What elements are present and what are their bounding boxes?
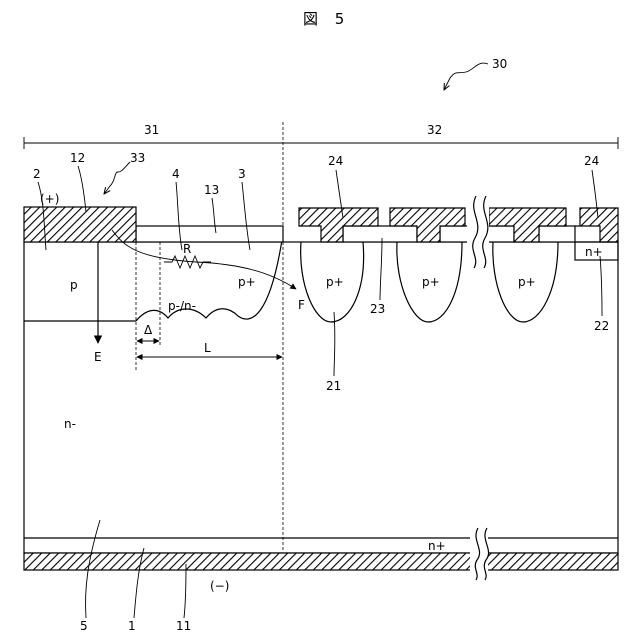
oxide-segment-1 xyxy=(343,226,417,242)
break-mark-top xyxy=(467,196,489,268)
ref-30-leader-arrow xyxy=(444,63,488,90)
ref-22-label: 22 xyxy=(594,319,609,333)
guard-ring-1-label: p+ xyxy=(326,275,344,289)
plus-terminal-label: (+) xyxy=(40,192,59,206)
oxide-segment-3 xyxy=(539,226,575,242)
p-region-label: p xyxy=(70,278,78,292)
ref-11-leader xyxy=(184,564,186,618)
p-minus-n-minus-region-boundary xyxy=(136,240,282,321)
ref-1-label: 1 xyxy=(128,619,136,633)
ref-22-leader xyxy=(600,256,602,316)
ref-21-leader xyxy=(334,312,335,376)
guard-ring-3-label: p+ xyxy=(518,275,536,289)
delta-label: Δ xyxy=(144,323,153,337)
ref-33-label: 33 xyxy=(130,151,145,165)
field-oxide-layer xyxy=(136,226,283,242)
ref-21-label: 21 xyxy=(326,379,341,393)
field-label-e: E xyxy=(94,350,102,364)
pplus-main-region-label: p+ xyxy=(238,275,256,289)
top-electrode xyxy=(24,207,136,242)
ref-3-label: 3 xyxy=(238,167,246,181)
guard-ring-2-label: p+ xyxy=(422,275,440,289)
pminus-nminus-region-label: p-/n- xyxy=(168,299,196,313)
current-label-f: F xyxy=(298,298,305,312)
resistor-symbol xyxy=(164,256,211,268)
ref-31-label: 31 xyxy=(144,123,159,137)
resistor-label: R xyxy=(183,242,191,256)
ref-11-label: 11 xyxy=(176,619,191,633)
ref-12-label: 12 xyxy=(70,151,85,165)
figure-title: 図 5 xyxy=(303,10,350,28)
break-mark-bottom xyxy=(470,528,489,580)
bottom-electrode xyxy=(24,553,618,570)
ref-5-label: 5 xyxy=(80,619,88,633)
minus-terminal-label: (−) xyxy=(210,579,229,593)
ref-24-left-label: 24 xyxy=(328,154,343,168)
field-plate-4 xyxy=(575,208,618,242)
ref-13-label: 13 xyxy=(204,183,219,197)
ref-33-leader-arrow xyxy=(104,162,130,194)
length-label: L xyxy=(204,341,211,355)
ref-23-leader xyxy=(380,238,382,300)
ref-12-leader xyxy=(78,166,86,212)
ref-4-label: 4 xyxy=(172,167,180,181)
ref-30-label: 30 xyxy=(492,57,507,71)
ref-24-right-label: 24 xyxy=(584,154,599,168)
ref-23-label: 23 xyxy=(370,302,385,316)
ref-2-label: 2 xyxy=(33,167,41,181)
nplus-bottom-label: n+ xyxy=(428,539,446,553)
ref-32-label: 32 xyxy=(427,123,442,137)
nminus-drift-label: n- xyxy=(64,417,76,431)
